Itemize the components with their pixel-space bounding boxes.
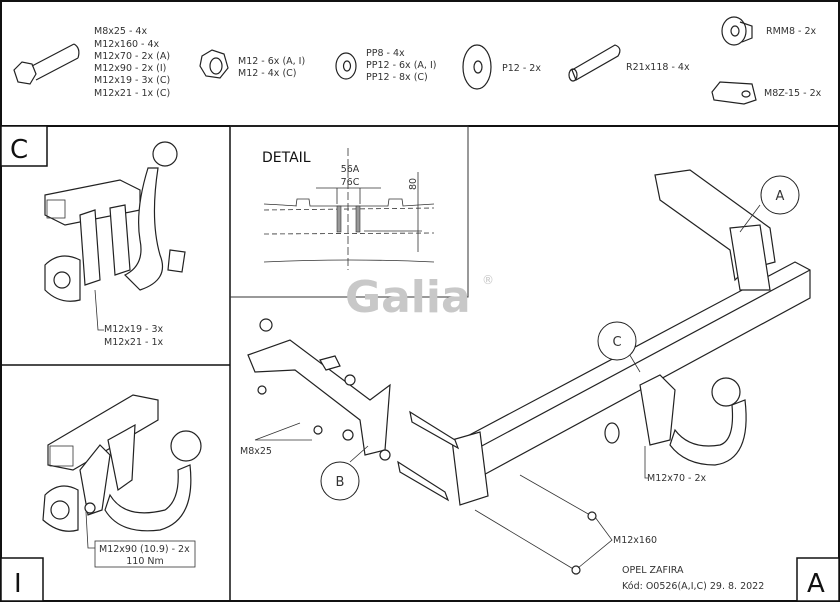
washer-item: PP12 - 8x (C)	[366, 72, 428, 83]
side-bracket-drawing	[247, 318, 597, 575]
nut-icon	[199, 49, 229, 79]
washer-item: PP12 - 6x (A, I)	[366, 60, 436, 71]
bubble-a: A	[739, 175, 800, 233]
panel-i-callout: M12x90 (10.9) - 2x	[99, 544, 190, 555]
product-code: Kód: O0526(A,I,C) 29. 8. 2022	[622, 581, 764, 592]
callout-leader	[94, 289, 104, 331]
label-m12x70: M12x70 - 2x	[647, 473, 707, 484]
bubble-b: B	[320, 445, 369, 501]
m12x70-leader	[644, 446, 648, 479]
detail-drawing	[263, 148, 435, 270]
vehicle-name: OPEL ZAFIRA	[622, 565, 684, 576]
variant-i-towbar-drawing	[42, 394, 202, 532]
panel-i-letter: I	[14, 569, 22, 599]
plate-washer-label: P12 - 2x	[502, 63, 541, 74]
washer-item: PP8 - 4x	[366, 48, 405, 59]
panel-c-letter: C	[10, 135, 28, 165]
washer-icon	[335, 52, 357, 80]
bolt-item: M12x19 - 3x (C)	[94, 75, 170, 86]
panel-i-callout: 110 Nm	[126, 556, 164, 567]
cage-nut-icon	[711, 81, 757, 105]
panel-c-callout: M12x21 - 1x	[104, 337, 164, 348]
main-crossbar-drawing	[451, 169, 811, 506]
variant-c-towbar-drawing	[44, 141, 186, 302]
bolt-item: M8x25 - 4x	[94, 26, 147, 37]
panel-a-tag	[796, 557, 840, 602]
bolt-item: M12x70 - 2x (A)	[94, 51, 170, 62]
plate-washer-icon	[462, 44, 492, 90]
bubble-b-label: B	[336, 475, 345, 490]
nut-item: M12 - 6x (A, I)	[238, 56, 305, 67]
bubble-a-label: A	[776, 189, 785, 204]
bolt-item: M12x160 - 4x	[94, 39, 160, 50]
panel-i-callout-box	[94, 540, 196, 568]
detail-frame	[230, 125, 469, 298]
bolt-icon	[13, 43, 80, 85]
bolt-item: M12x21 - 1x (C)	[94, 88, 170, 99]
spacer-tube-icon	[568, 44, 621, 82]
m12x160-leader	[577, 516, 613, 569]
panel-c-callout: M12x19 - 3x	[104, 324, 164, 335]
bolt-item: M12x90 - 2x (I)	[94, 63, 166, 74]
rivet-nut-label: RMM8 - 2x	[766, 26, 817, 37]
registered-mark: ®	[482, 273, 494, 287]
panel-a-letter: A	[807, 569, 825, 599]
detail-dim-height: 80	[408, 178, 419, 190]
bolt-list: M8x25 - 4x M12x160 - 4x M12x70 - 2x (A) …	[94, 26, 170, 99]
nut-item: M12 - 4x (C)	[238, 68, 296, 79]
panel-i-tag	[0, 557, 44, 602]
m8x25-leader	[254, 422, 312, 441]
label-m12x160: M12x160	[613, 535, 657, 546]
detail-title: DETAIL	[262, 150, 311, 166]
detail-dim-top: 56A	[341, 164, 360, 175]
bubble-c: C	[597, 321, 641, 373]
detail-dim-width: 76C	[341, 177, 360, 188]
bubble-c-label: C	[612, 335, 621, 350]
spacer-tube-label: R21x118 - 4x	[626, 62, 690, 73]
label-m8x25: M8x25	[240, 446, 272, 457]
panel-c-tag	[0, 125, 48, 167]
cage-nut-label: M8Z-15 - 2x	[764, 88, 822, 99]
callout-leader	[85, 511, 95, 549]
rivet-nut-icon	[721, 16, 753, 46]
galia-logo: Galia	[345, 272, 471, 323]
